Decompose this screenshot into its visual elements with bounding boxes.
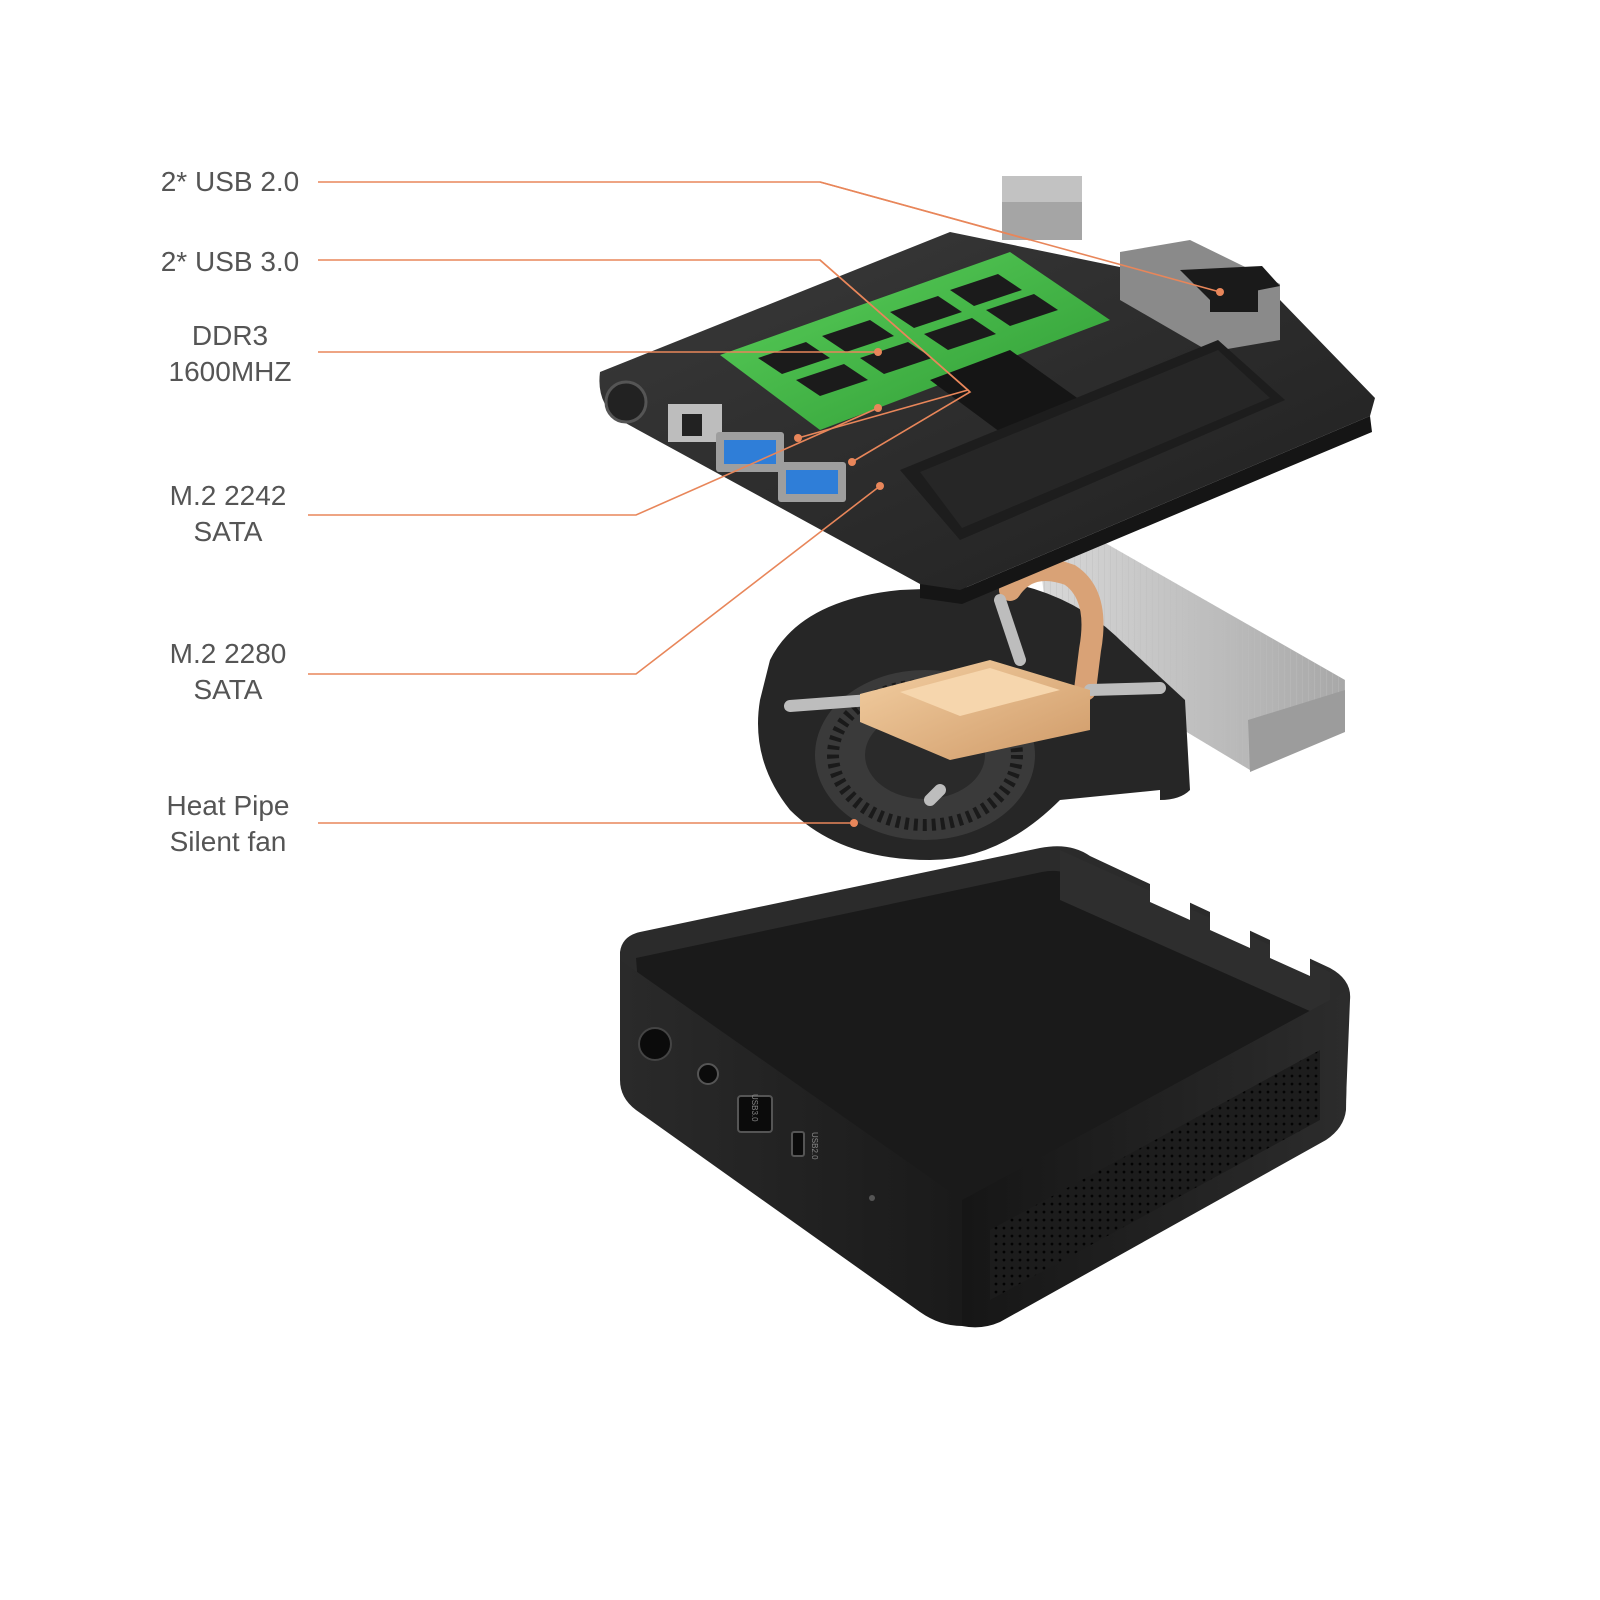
leader-m2-2280 (308, 485, 881, 675)
motherboard (599, 176, 1375, 604)
label-heatpipe-line2: Silent fan (169, 826, 287, 857)
enclosure-case: USB3.0 USB2.0 (620, 846, 1351, 1328)
case-back-vents (1150, 882, 1310, 976)
callout-lines (308, 181, 1221, 824)
dot-usb3-b (794, 434, 802, 442)
label-ddr3: DDR3 1600MHZ (150, 318, 310, 390)
dot-usb2 (1216, 288, 1224, 296)
label-m2-2280-line2: SATA (193, 674, 263, 705)
case-side-vents (990, 1050, 1320, 1300)
m2-2242-slot (930, 350, 1080, 432)
case-usb2-label: USB2.0 (810, 1132, 819, 1160)
dot-heatpipe (850, 819, 858, 827)
case-usb3-port (737, 1095, 773, 1133)
label-usb2-line1: 2* USB 2.0 (160, 166, 300, 197)
label-usb3: 2* USB 3.0 (150, 244, 310, 280)
power-led (869, 1195, 875, 1201)
ram-chips (758, 274, 1058, 396)
label-usb3-line1: 2* USB 3.0 (160, 246, 300, 277)
dc-power-jack (638, 1027, 672, 1061)
usb-3-ports (716, 432, 846, 502)
callout-dots (794, 288, 1224, 827)
dot-m2-2242 (874, 404, 882, 412)
dot-usb3-a (848, 458, 856, 466)
dot-ddr3 (874, 348, 882, 356)
label-m2-2242-line2: SATA (193, 516, 263, 547)
fan-brackets (784, 594, 1166, 806)
audio-jack (697, 1063, 719, 1085)
power-button (604, 380, 648, 424)
label-usb2: 2* USB 2.0 (150, 164, 310, 200)
case-usb3-label: USB3.0 (750, 1094, 759, 1122)
label-m2-2242-line1: M.2 2242 (169, 480, 287, 511)
label-m2-2280: M.2 2280 SATA (148, 636, 308, 708)
label-heatpipe: Heat Pipe Silent fan (148, 788, 308, 860)
label-ddr3-line1: DDR3 (191, 320, 269, 351)
label-m2-2242: M.2 2242 SATA (148, 478, 308, 550)
leader-usb3b (797, 259, 970, 439)
label-m2-2280-line1: M.2 2280 (169, 638, 287, 669)
label-ddr3-line2: 1600MHZ (168, 356, 292, 387)
case-usb2-port (791, 1131, 805, 1157)
cooling-assembly (758, 540, 1345, 860)
dot-m2-2280 (876, 482, 884, 490)
leader-usb2b (819, 181, 1031, 241)
label-heatpipe-line1: Heat Pipe (166, 790, 290, 821)
case-interior (636, 870, 1318, 1220)
leader-m2-2242 (308, 407, 879, 516)
